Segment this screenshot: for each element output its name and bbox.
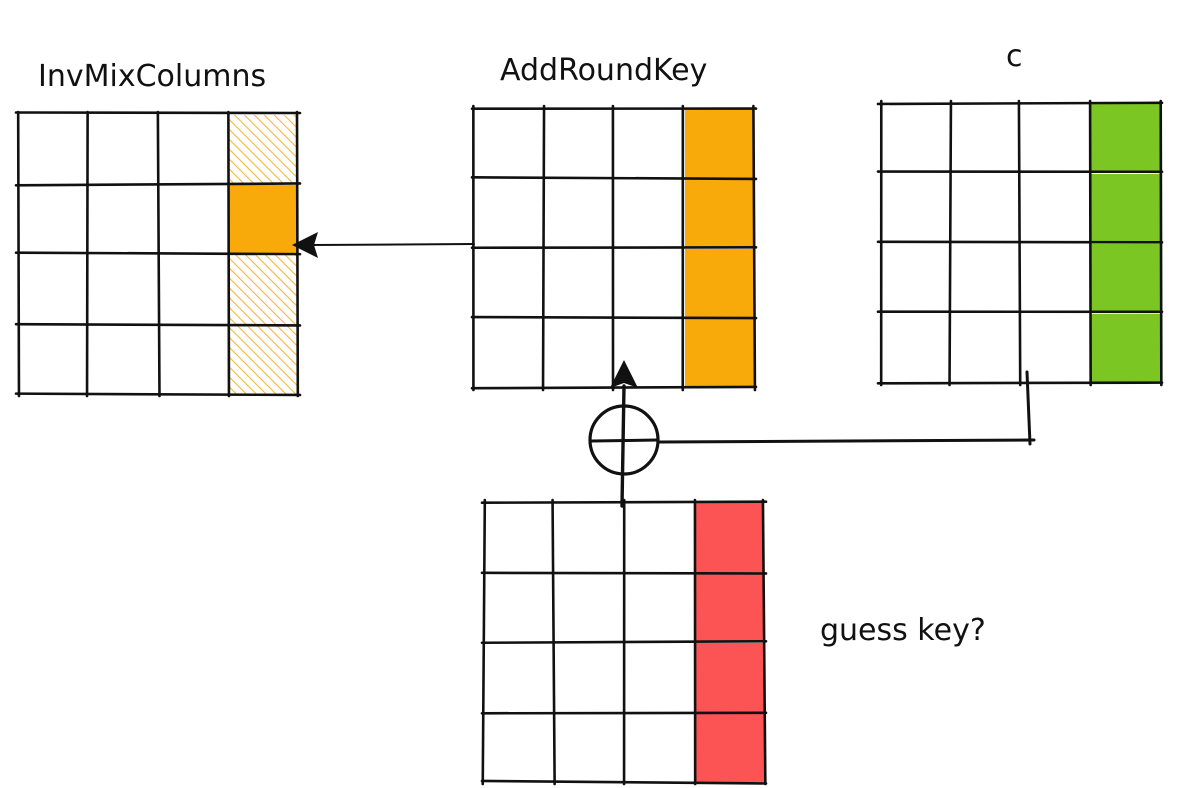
ciphertext-label: c — [1006, 39, 1023, 74]
arrow-key-guess-to-add-round-key — [610, 360, 638, 508]
grid-column-line — [16, 110, 21, 398]
grid-row-line — [470, 315, 758, 320]
hatched-cell — [229, 255, 298, 324]
highlighted-cell — [685, 109, 754, 178]
inv-mix-columns-label: InvMixColumns — [38, 59, 266, 94]
arrowhead-up-icon — [610, 360, 638, 388]
arrow-add-round-key-to-inv-mix-columns — [292, 232, 475, 258]
add-round-key-label: AddRoundKey — [500, 53, 707, 88]
highlighted-cell — [1091, 314, 1160, 383]
grid-column-line — [1088, 99, 1092, 387]
grid-row-line — [876, 381, 1164, 385]
highlighted-cell — [685, 179, 754, 248]
grid-row-line — [480, 779, 768, 785]
grid-column-line — [227, 110, 231, 398]
grid-row-line — [470, 385, 758, 390]
hatched-cell — [229, 325, 298, 394]
grid-column-line — [1159, 99, 1163, 387]
highlighted-cell — [695, 503, 764, 572]
ciphertext-state-grid — [876, 99, 1164, 387]
highlighted-cell — [1091, 174, 1160, 243]
arrowhead-left-icon — [292, 232, 318, 258]
guess-key-label: guess key? — [820, 613, 986, 648]
highlighted-cell — [695, 713, 764, 782]
hatched-cell — [229, 115, 298, 184]
highlighted-cell — [1091, 104, 1160, 173]
key-guess-grid — [480, 498, 768, 786]
highlighted-cell — [695, 573, 764, 642]
grid-row-line — [14, 392, 302, 397]
grid-column-line — [761, 498, 767, 786]
add-round-key-state-grid — [470, 104, 758, 392]
highlighted-cell — [1091, 244, 1160, 313]
ciphertext-to-xor-connector — [658, 370, 1036, 446]
grid-column-line — [1017, 99, 1022, 387]
highlighted-cell — [685, 249, 754, 318]
highlighted-cell — [695, 643, 764, 712]
highlighted-cell — [685, 319, 754, 388]
inv-mix-columns-state-grid — [14, 110, 302, 398]
grid-column-line — [156, 110, 161, 398]
grid-column-line — [295, 110, 300, 398]
highlighted-cell — [229, 185, 298, 254]
grid-column-line — [752, 104, 757, 392]
grid-row-line — [14, 322, 302, 327]
